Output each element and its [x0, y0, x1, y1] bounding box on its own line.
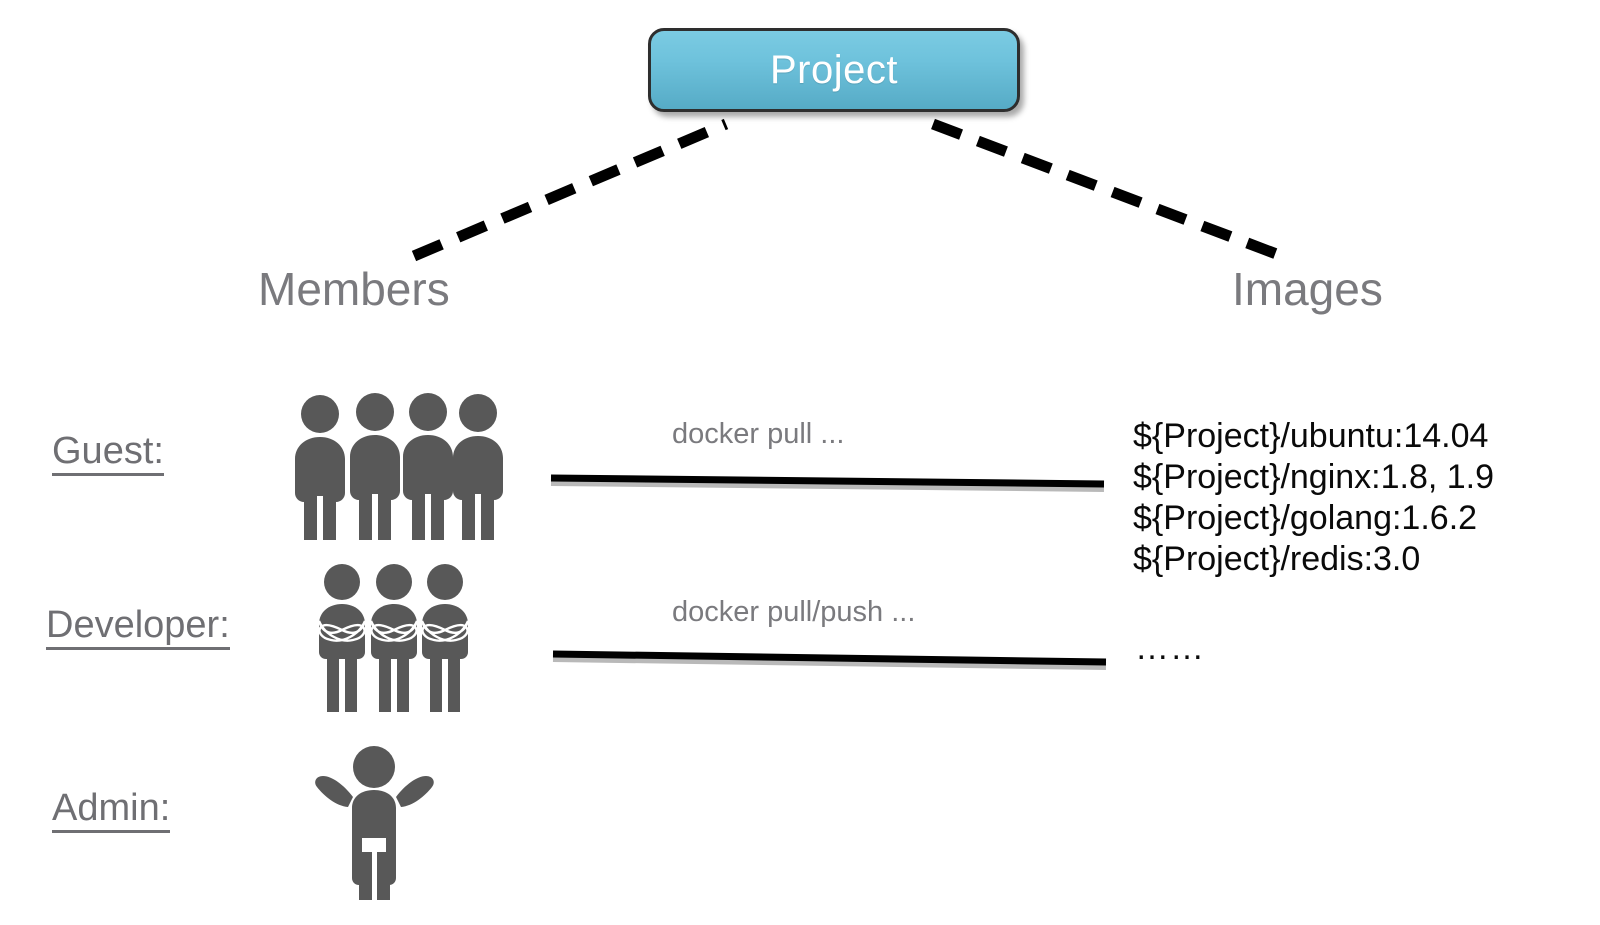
section-heading-images: Images — [1232, 263, 1383, 315]
section-heading-members: Members — [258, 263, 450, 315]
admin-figure-icon — [315, 746, 434, 900]
project-node[interactable]: Project — [648, 28, 1020, 112]
role-label-developer: Developer: — [46, 606, 230, 650]
role-label-guest: Guest: — [52, 432, 164, 476]
people-group-admin — [302, 742, 452, 905]
list-item: ${Project}/nginx:1.8, 1.9 — [1133, 458, 1495, 496]
connector-label-pull-push: docker pull/push ... — [672, 596, 916, 628]
list-item: ${Project}/golang:1.6.2 — [1133, 499, 1478, 537]
project-node-label: Project — [770, 48, 898, 92]
list-item: ${Project}/ubuntu:14.04 — [1133, 417, 1489, 455]
images-list: ${Project}/ubuntu:14.04 ${Project}/nginx… — [1133, 416, 1494, 580]
list-item: ${Project}/redis:3.0 — [1133, 540, 1421, 578]
images-list-ellipsis: …… — [1135, 629, 1205, 667]
role-label-admin: Admin: — [52, 789, 171, 833]
connector-label-pull: docker pull ... — [672, 418, 845, 450]
people-group-guest — [288, 392, 508, 545]
dashed-link-images — [931, 118, 1289, 264]
people-group-developer — [312, 560, 476, 717]
dashed-link-members — [411, 118, 729, 262]
developer-figures-icon — [317, 564, 470, 712]
guest-figures-icon — [295, 393, 503, 540]
connector-line-pull — [550, 474, 1105, 492]
connector-line-pull-push — [552, 650, 1107, 670]
